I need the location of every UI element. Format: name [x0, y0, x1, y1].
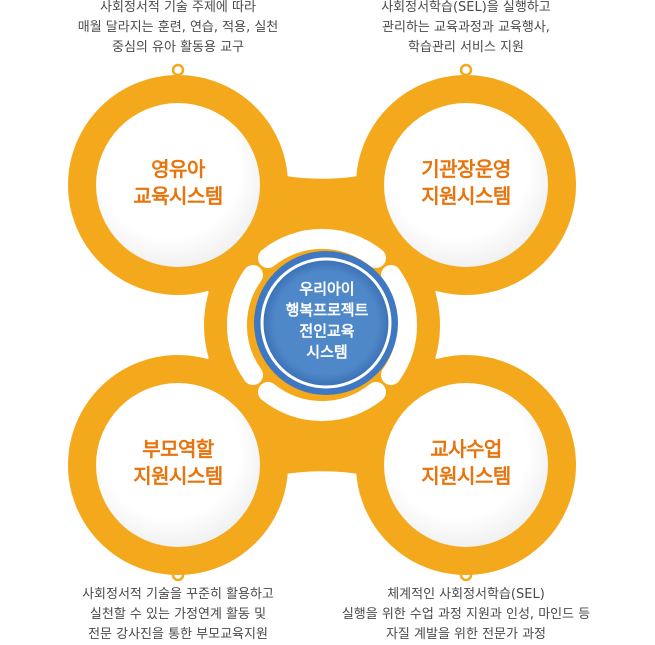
circle-parent-system [96, 383, 260, 547]
center-title-line-1: 우리아이 [299, 280, 355, 298]
inner-arc-right [381, 265, 418, 385]
inner-arc-top [258, 228, 386, 268]
system-label-institution-line-1: 기관장운영 [421, 157, 511, 181]
circle-infant-system [96, 103, 260, 267]
description-top-left-line-1: 사회정서적 기술 주제에 따라 [100, 0, 256, 15]
system-label-institution-line-2: 지원시스템 [421, 184, 511, 208]
description-top-left: 사회정서적 기술 주제에 따라 매월 달라지는 훈련, 연습, 적용, 실천 중… [28, 0, 328, 58]
system-label-parent-line-2: 지원시스템 [133, 464, 223, 488]
system-label-infant-line-2: 교육시스템 [133, 184, 223, 208]
description-bottom-left-line-3: 전문 강사진을 통한 부모교육지원 [88, 627, 268, 642]
system-label-teacher-line-2: 지원시스템 [421, 464, 511, 488]
system-label-parent: 부모역할 지원시스템 [108, 436, 248, 490]
connector-dot-top-left [171, 63, 185, 77]
system-label-parent-line-1: 부모역할 [142, 437, 214, 461]
description-top-right-line-2: 관리하는 교육과정과 교육행사, [382, 20, 550, 35]
description-bottom-right-line-3: 자질 계발을 위한 전문가 과정 [385, 627, 547, 642]
description-bottom-right-line-1: 체계적인 사회정서학습(SEL) [387, 587, 545, 602]
center-title-line-4: 시스템 [306, 343, 348, 361]
inner-arc-bottom [258, 382, 386, 422]
center-title: 우리아이 행복프로젝트 전인교육 시스템 [257, 279, 397, 363]
connector-dot-top-right [459, 63, 473, 77]
description-top-left-line-2: 매월 달라지는 훈련, 연습, 적용, 실천 [77, 20, 279, 35]
system-label-institution: 기관장운영 지원시스템 [396, 156, 536, 210]
description-bottom-left: 사회정서적 기술을 꾸준히 활용하고 실천할 수 있는 가정연계 활동 및 전문… [28, 585, 328, 645]
circle-institution-system [384, 103, 548, 267]
system-label-teacher: 교사수업 지원시스템 [396, 436, 536, 490]
description-bottom-right: 체계적인 사회정서학습(SEL) 실행을 위한 수업 과정 지원과 인성, 마인… [316, 585, 616, 645]
description-bottom-left-line-1: 사회정서적 기술을 꾸준히 활용하고 [82, 587, 274, 602]
description-bottom-left-line-2: 실천할 수 있는 가정연계 활동 및 [89, 607, 267, 622]
system-label-infant: 영유아 교육시스템 [108, 156, 248, 210]
inner-arc-left [226, 265, 263, 385]
description-top-right: 사회정서학습(SEL)을 실행하고 관리하는 교육과정과 교육행사, 학습관리 … [316, 0, 616, 58]
description-top-right-line-3: 학습관리 서비스 지원 [408, 40, 524, 55]
description-top-right-line-1: 사회정서학습(SEL)을 실행하고 [381, 0, 551, 15]
inner-arc-segments [226, 228, 418, 422]
center-title-line-2: 행복프로젝트 [285, 301, 369, 319]
center-title-line-3: 전인교육 [299, 322, 355, 340]
description-bottom-right-line-2: 실행을 위한 수업 과정 지원과 인성, 마인드 등 [341, 607, 591, 622]
system-label-teacher-line-1: 교사수업 [430, 437, 502, 461]
system-circles [96, 103, 548, 547]
center-circle [254, 251, 398, 395]
circle-teacher-system [384, 383, 548, 547]
description-top-left-line-3: 중심의 유아 활동용 교구 [112, 40, 244, 55]
system-label-infant-line-1: 영유아 [151, 157, 205, 181]
